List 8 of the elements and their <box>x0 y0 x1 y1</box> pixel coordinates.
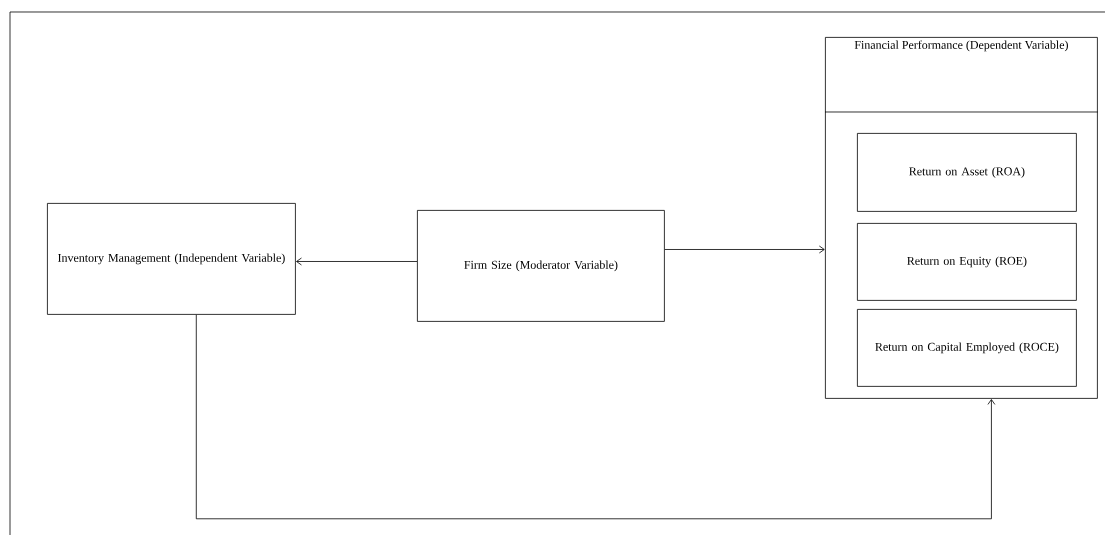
variable-box: Inventory Management (Independent Variable) <box>47 203 296 315</box>
arrow <box>195 314 996 520</box>
arrow <box>296 257 418 266</box>
measure-box: Return on Capital Employed (ROCE) <box>857 309 1077 387</box>
measure-box: Return on Equity (ROE) <box>857 223 1077 301</box>
variable-box: Firm Size (Moderator Variable) <box>417 210 665 322</box>
arrow <box>664 245 825 254</box>
measure-box: Return on Asset (ROA) <box>857 133 1077 212</box>
